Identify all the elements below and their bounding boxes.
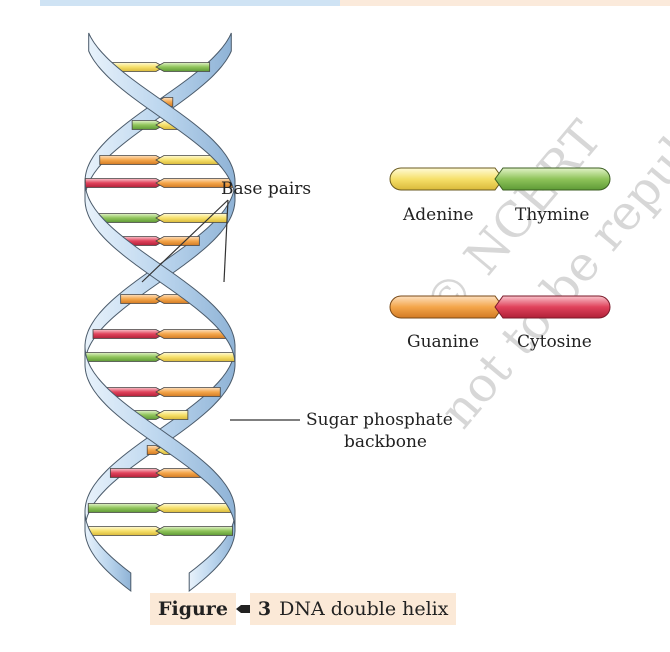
base-pairs-group: [84, 62, 236, 536]
legend-adenine-thymine: Adenine Thymine: [389, 167, 611, 225]
top-strip-blue: [40, 0, 340, 6]
backbone-label-line1: Sugar phosphate: [306, 410, 453, 430]
base-half-right: [155, 236, 200, 246]
strand-b-segment-0: [88, 32, 236, 201]
base-pair: [92, 329, 228, 339]
base-half-right: [155, 62, 211, 72]
caption-arrow-icon: [235, 593, 250, 625]
base-half-left: [87, 503, 165, 513]
watermark: © NCERT not to be republi: [413, 91, 670, 438]
base-half-right: [155, 526, 233, 536]
base-half-left: [87, 526, 165, 536]
base-pairs-pointer: [141, 199, 229, 283]
base-half-right: [155, 387, 221, 397]
backbone-strand-front: [84, 32, 236, 593]
base-half-left: [99, 155, 165, 165]
legend-adenine-label: Adenine: [402, 205, 474, 225]
strand-a-segment-0: [84, 32, 232, 201]
base-pairs-label: Base pairs: [221, 179, 311, 199]
strand-b-segment-2: [84, 346, 236, 531]
base-pair: [99, 155, 221, 165]
legend-cytosine-label: Cytosine: [517, 332, 592, 352]
base-pair: [87, 503, 233, 513]
base-half-right: [155, 352, 236, 362]
base-pair: [87, 526, 233, 536]
caption-text-box: 3 DNA double helix: [249, 593, 457, 625]
base-half-right: [155, 178, 236, 188]
base-half-right: [155, 329, 228, 339]
base-pair: [109, 62, 211, 72]
base-half-left: [84, 178, 165, 188]
base-half-right: [155, 503, 233, 513]
base-half-right: [155, 410, 189, 420]
base-pair: [99, 387, 221, 397]
caption-text: DNA double helix: [279, 598, 449, 620]
top-strip-peach: [340, 0, 670, 6]
strand-b-segment-3: [188, 512, 236, 593]
legend-guanine-cytosine: Guanine Cytosine: [389, 295, 611, 352]
backbone-label-line2: backbone: [344, 432, 427, 452]
legend-guanine-label: Guanine: [407, 332, 479, 352]
base-half-right: [155, 213, 228, 223]
base-pair: [84, 178, 236, 188]
figure-caption: Figure 3 DNA double helix: [150, 593, 457, 625]
base-half-left: [84, 352, 165, 362]
base-half-left: [92, 329, 165, 339]
caption-label-box: Figure: [150, 593, 236, 625]
caption-number: 3: [257, 598, 272, 620]
base-pair: [92, 213, 228, 223]
strand-a-segment-3: [84, 512, 132, 593]
legend-thymine-label: Thymine: [515, 205, 589, 225]
base-pair: [84, 352, 236, 362]
caption-label: Figure: [158, 598, 228, 620]
strand-a-segment-1: [84, 182, 236, 365]
base-half-right: [155, 155, 221, 165]
